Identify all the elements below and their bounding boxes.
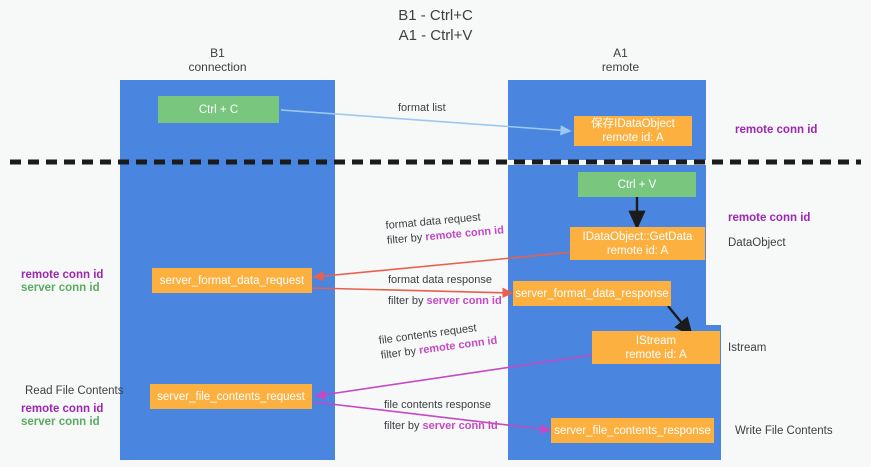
- edge-label-file-contents-response: file contents response filter by server …: [384, 398, 498, 434]
- edge-label-file-contents-response-line1: file contents response: [384, 399, 492, 411]
- lane-header-b1-name: B1: [210, 46, 225, 60]
- node-server-format-data-response[interactable]: server_format_data_response: [513, 281, 671, 306]
- node-server-file-contents-response[interactable]: server_file_contents_response: [551, 418, 714, 443]
- filter-key-server-conn-id: server conn id: [426, 295, 502, 307]
- filter-prefix-2: filter by: [388, 295, 427, 307]
- lane-header-a1-name: A1: [613, 46, 628, 60]
- filter-prefix-4: filter by: [384, 420, 423, 432]
- node-getdata-line2: remote id: A: [606, 244, 669, 257]
- node-dataobject-line1: 保存IDataObject: [591, 118, 675, 130]
- annotation-left-remote-conn-id-2: remote conn id: [21, 403, 104, 415]
- node-ctrl-v[interactable]: Ctrl + V: [578, 172, 696, 197]
- lane-header-b1-sub: connection: [188, 60, 247, 74]
- lane-header-b1: B1 connection: [155, 46, 280, 74]
- node-dataobject-line2: remote id: A: [602, 132, 664, 144]
- annotation-left-server-conn-id: server conn id: [21, 282, 100, 294]
- edge-label-file-contents-response-line2: filter by server conn id: [384, 419, 498, 434]
- node-istream-line1: IStream: [635, 334, 677, 347]
- node-ctrl-c-label: Ctrl + C: [198, 103, 239, 116]
- annotation-remote-conn-id-top: remote conn id: [735, 124, 818, 136]
- edge-label-format-list-text: format list: [398, 102, 446, 114]
- page-title: B1 - Ctrl+C A1 - Ctrl+V: [0, 6, 871, 46]
- node-ctrl-v-label: Ctrl + V: [617, 178, 657, 191]
- filter-prefix: filter by: [386, 231, 426, 247]
- node-getdata-line1: IDataObject::GetData: [582, 230, 693, 243]
- node-ctrl-c[interactable]: Ctrl + C: [158, 96, 279, 123]
- edge-label-format-list: format list: [398, 101, 446, 116]
- node-istream[interactable]: IStream remote id: A: [592, 331, 720, 364]
- node-server-format-data-request-label: server_format_data_request: [159, 274, 305, 287]
- edge-label-format-data-request: format data request filter by remote con…: [385, 208, 505, 249]
- edge-label-format-data-response: format data response filter by server co…: [388, 273, 502, 309]
- node-dataobject[interactable]: 保存IDataObject remote id: A: [574, 116, 692, 146]
- annotation-left-server-conn-id-2: server conn id: [21, 416, 100, 428]
- filter-key-server-conn-id-2: server conn id: [422, 420, 498, 432]
- lane-header-a1: A1 remote: [558, 46, 683, 74]
- node-server-file-contents-request[interactable]: server_file_contents_request: [150, 384, 312, 409]
- title-line-2: A1 - Ctrl+V: [398, 27, 473, 44]
- annotation-istream: Istream: [728, 342, 767, 354]
- annotation-write-file-contents: Write File Contents: [735, 425, 833, 437]
- node-getdata[interactable]: IDataObject::GetData remote id: A: [570, 227, 705, 260]
- annotation-read-file-contents: Read File Contents: [25, 385, 124, 397]
- node-server-format-data-request[interactable]: server_format_data_request: [152, 268, 312, 293]
- node-server-file-contents-response-label: server_file_contents_response: [554, 424, 711, 437]
- annotation-dataobject: DataObject: [728, 237, 786, 249]
- node-istream-line2: remote id: A: [625, 348, 687, 361]
- edge-label-file-contents-request: file contents request filter by remote c…: [378, 319, 498, 364]
- node-server-file-contents-request-label: server_file_contents_request: [157, 390, 305, 403]
- node-server-format-data-response-label: server_format_data_response: [515, 287, 669, 300]
- title-line-1: B1 - Ctrl+C: [398, 7, 473, 24]
- annotation-remote-conn-id-mid: remote conn id: [728, 212, 811, 224]
- lane-header-a1-sub: remote: [601, 60, 640, 74]
- annotation-left-remote-conn-id: remote conn id: [21, 269, 104, 281]
- filter-prefix-3: filter by: [380, 344, 420, 362]
- edge-label-format-data-response-line2: filter by server conn id: [388, 294, 502, 309]
- edge-label-format-data-response-line1: format data response: [388, 274, 492, 286]
